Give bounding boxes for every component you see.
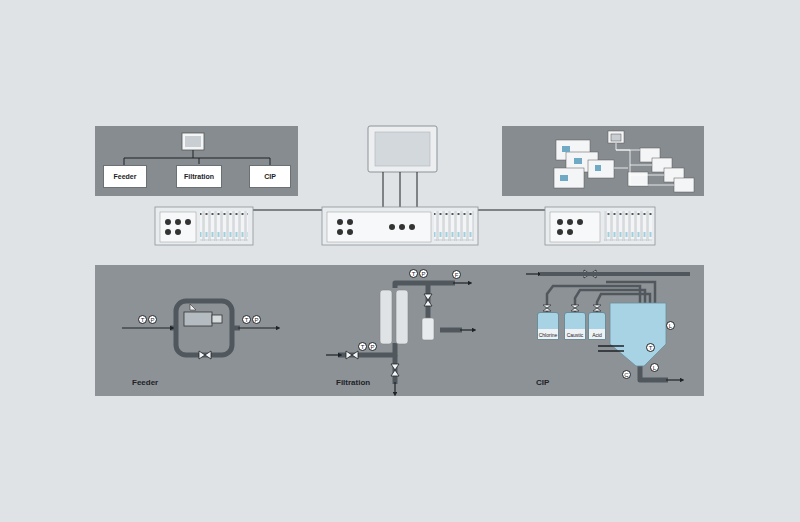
instrument-letter: T [649, 345, 653, 351]
instrument-circle: P [252, 315, 261, 324]
instrument-circle: T [138, 315, 147, 324]
tank-label: Caustic [567, 331, 584, 339]
instrument-circle: T [646, 343, 655, 352]
process-box: Feeder [103, 165, 147, 188]
instrument-letter: P [150, 317, 154, 323]
instrument-letter: L [669, 323, 672, 329]
section-label: CIP [536, 378, 549, 387]
instrument-letter: T [361, 344, 365, 350]
instrument-letter: T [412, 271, 416, 277]
instrument-circle: P [368, 342, 377, 351]
box-label: CIP [264, 173, 276, 180]
instrument-circle: L [666, 321, 675, 330]
instrument-letter: P [370, 344, 374, 350]
chemical-tank: Acid [588, 312, 606, 340]
instrument-letter: P [254, 317, 258, 323]
instrument-circle: F [452, 270, 461, 279]
chemical-tank: Caustic [564, 312, 586, 340]
instrument-circle: L [650, 363, 659, 372]
instrument-letter: F [455, 272, 459, 278]
process-box: Filtration [176, 165, 222, 188]
instrument-circle: T [242, 315, 251, 324]
instrument-letter: T [141, 317, 145, 323]
tank-label: Chlorine [539, 331, 558, 339]
instrument-circle: C [622, 370, 631, 379]
instrument-letter: T [245, 317, 249, 323]
tank-label: Acid [592, 331, 602, 339]
instrument-circle: T [409, 269, 418, 278]
instrument-letter: P [421, 271, 425, 277]
section-label: Feeder [132, 378, 158, 387]
box-label: Filtration [184, 173, 214, 180]
process-box: CIP [249, 165, 291, 188]
chemical-tank: Chlorine [537, 312, 559, 340]
instrument-circle: P [148, 315, 157, 324]
box-label: Feeder [114, 173, 137, 180]
instrument-circle: T [358, 342, 367, 351]
section-label: Filtration [336, 378, 370, 387]
instrument-letter: L [653, 365, 656, 371]
instrument-letter: C [624, 372, 628, 378]
instrument-circle: P [419, 269, 428, 278]
